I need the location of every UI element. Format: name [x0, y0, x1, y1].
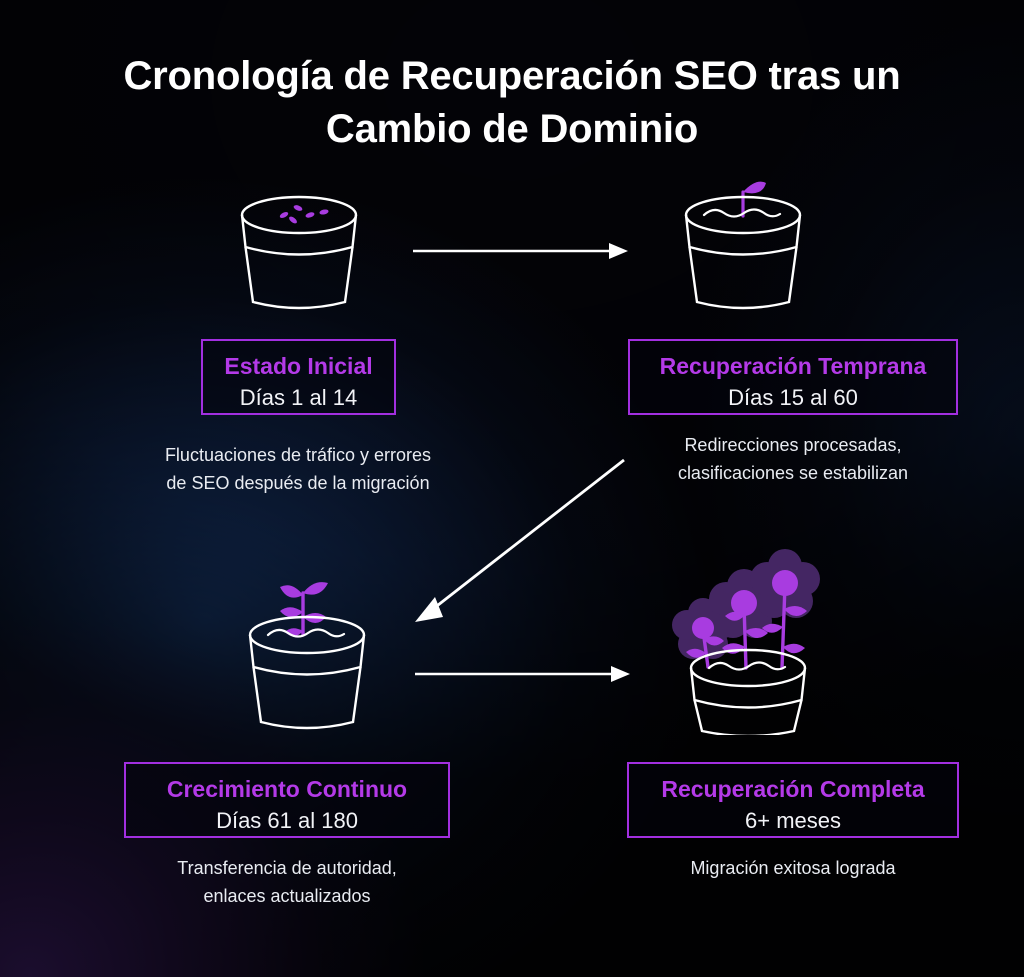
stage-card-crecimiento-continuo[interactable]: Crecimiento Continuo Días 61 al 180 [124, 762, 450, 838]
page-title-line-2: Cambio de Dominio [325, 107, 699, 152]
stage-period: Días 1 al 14 [239, 384, 358, 410]
stage-period: Días 15 al 60 [728, 384, 858, 410]
pot-with-seedling-icon [240, 565, 374, 735]
caption-line-1: Redirecciones procesadas, [684, 435, 902, 455]
stage-card-recuperacion-completa[interactable]: Recuperación Completa 6+ meses [627, 762, 959, 838]
caption-line-1: Transferencia de autoridad, [177, 858, 397, 878]
stage-caption-estado-inicial: Fluctuaciones de tráfico y errores de SE… [118, 442, 478, 498]
arrow-stage2-to-stage3 [415, 458, 625, 622]
arrow-stage1-to-stage2 [413, 243, 628, 259]
caption-line-1: Migración exitosa lograda [690, 858, 896, 878]
stage-caption-recuperacion-completa: Migración exitosa lograda [613, 855, 973, 883]
stage-period: 6+ meses [745, 807, 841, 833]
stage-card-recuperacion-temprana[interactable]: Recuperación Temprana Días 15 al 60 [628, 339, 958, 415]
caption-line-1: Fluctuaciones de tráfico y errores [164, 445, 432, 465]
caption-line-2: de SEO después de la migración [166, 472, 430, 493]
stage-period: Días 61 al 180 [216, 807, 358, 833]
stage-title: Recuperación Temprana [659, 353, 927, 379]
stage-caption-crecimiento-continuo: Transferencia de autoridad, enlaces actu… [107, 855, 467, 911]
stage-title: Crecimiento Continuo [166, 776, 408, 802]
page-title-line-1: Cronología de Recuperación SEO tras un [123, 54, 901, 98]
pot-with-sprout-icon [676, 172, 810, 317]
arrow-stage3-to-stage4 [415, 666, 630, 682]
caption-line-2: clasificaciones se estabilizan [677, 462, 909, 483]
caption-line-2: enlaces actualizados [203, 885, 371, 906]
pot-with-flowers-icon [668, 535, 828, 740]
page-title: Cronología de Recuperación SEO tras un C… [0, 50, 1024, 156]
stage-caption-recuperacion-temprana: Redirecciones procesadas, clasificacione… [613, 432, 973, 488]
stage-title: Estado Inicial [224, 353, 373, 379]
stage-title: Recuperación Completa [661, 776, 925, 802]
stage-card-estado-inicial[interactable]: Estado Inicial Días 1 al 14 [201, 339, 396, 415]
empty-pot-with-seeds-icon [232, 192, 366, 317]
